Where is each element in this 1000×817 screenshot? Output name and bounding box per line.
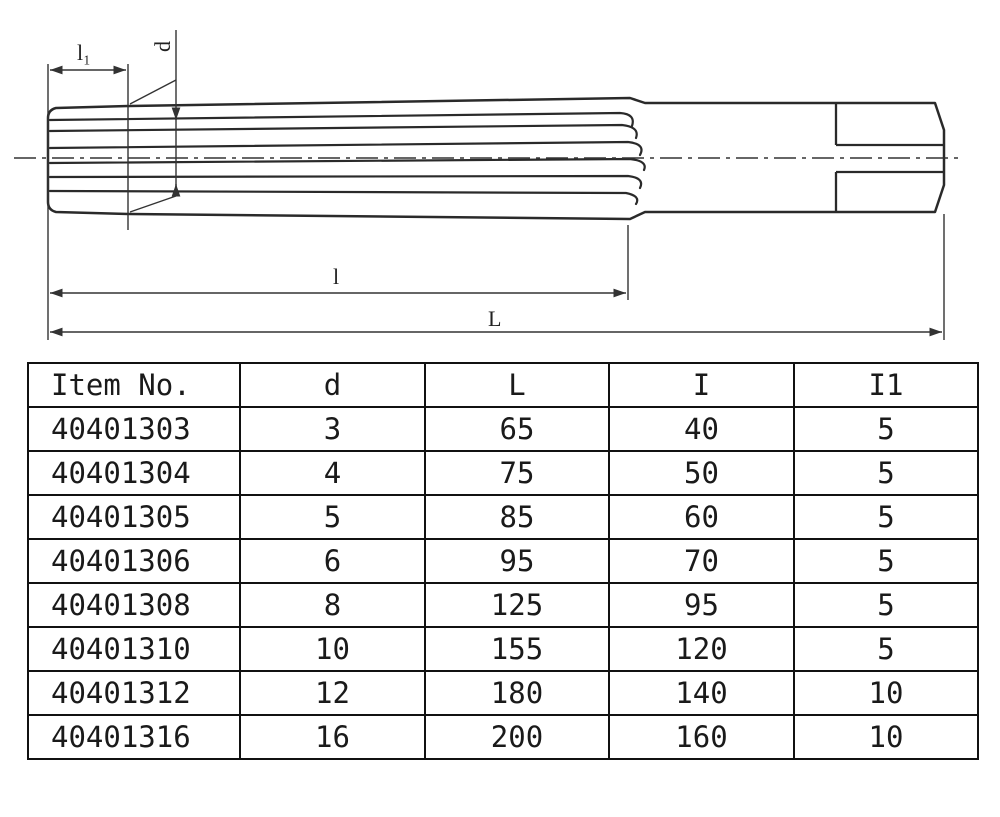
cell-L: 85 <box>424 494 610 540</box>
cell-I: 40 <box>608 406 795 452</box>
cell-I1: 5 <box>793 494 979 540</box>
cell-I: 140 <box>608 670 795 716</box>
cell-I: 95 <box>608 582 795 628</box>
header-item-no: Item No. <box>27 362 241 408</box>
table-row: 40401310 10 155 120 5 <box>27 626 979 672</box>
cell-I: 160 <box>608 714 795 760</box>
dimension-label-l1: l₁ <box>77 40 91 65</box>
dimension-label-l: l <box>333 264 339 289</box>
table-row: 40401312 12 180 140 10 <box>27 670 979 716</box>
cell-d: 12 <box>239 670 426 716</box>
table-row: 40401303 3 65 40 5 <box>27 406 979 452</box>
cell-I: 50 <box>608 450 795 496</box>
cell-item-no: 40401308 <box>27 582 241 628</box>
reamer-outline <box>46 96 946 221</box>
dimension-label-L: L <box>488 306 501 331</box>
cell-L: 65 <box>424 406 610 452</box>
cell-d: 16 <box>239 714 426 760</box>
cell-item-no: 40401312 <box>27 670 241 716</box>
square-drive-end <box>834 103 944 212</box>
table-row: 40401306 6 95 70 5 <box>27 538 979 584</box>
cell-item-no: 40401306 <box>27 538 241 584</box>
cell-item-no: 40401303 <box>27 406 241 452</box>
cell-L: 95 <box>424 538 610 584</box>
table-header: Item No. d L I I1 <box>27 362 979 408</box>
header-I1: I1 <box>793 362 979 408</box>
header-d: d <box>239 362 426 408</box>
cell-I1: 5 <box>793 450 979 496</box>
cell-d: 5 <box>239 494 426 540</box>
table-row: 40401304 4 75 50 5 <box>27 450 979 496</box>
reamer-flutes <box>48 111 646 206</box>
cell-L: 180 <box>424 670 610 716</box>
dimension-label-d: d <box>150 41 175 52</box>
cell-d: 3 <box>239 406 426 452</box>
cell-L: 75 <box>424 450 610 496</box>
cell-d: 8 <box>239 582 426 628</box>
cell-item-no: 40401310 <box>27 626 241 672</box>
cell-I: 60 <box>608 494 795 540</box>
specification-table: Item No. d L I I1 40401303 3 65 40 5 404… <box>27 362 979 760</box>
cell-I1: 5 <box>793 626 979 672</box>
header-I: I <box>608 362 795 408</box>
table-row: 40401316 16 200 160 10 <box>27 714 979 760</box>
reamer-technical-drawing: l₁ d l L <box>14 30 962 340</box>
cell-I1: 10 <box>793 714 979 760</box>
table-row: 40401305 5 85 60 5 <box>27 494 979 540</box>
cell-L: 200 <box>424 714 610 760</box>
cell-I: 120 <box>608 626 795 672</box>
cell-L: 125 <box>424 582 610 628</box>
header-row: Item No. d L I I1 <box>27 362 979 408</box>
cell-d: 6 <box>239 538 426 584</box>
cell-I1: 5 <box>793 582 979 628</box>
cell-I1: 10 <box>793 670 979 716</box>
header-L: L <box>424 362 610 408</box>
cell-I1: 5 <box>793 406 979 452</box>
cell-d: 4 <box>239 450 426 496</box>
cell-L: 155 <box>424 626 610 672</box>
table-body: 40401303 3 65 40 5 40401304 4 75 50 5 40… <box>27 406 979 760</box>
cell-d: 10 <box>239 626 426 672</box>
dimension-lines <box>47 30 945 340</box>
cell-I1: 5 <box>793 538 979 584</box>
cell-I: 70 <box>608 538 795 584</box>
cell-item-no: 40401304 <box>27 450 241 496</box>
cell-item-no: 40401305 <box>27 494 241 540</box>
table-row: 40401308 8 125 95 5 <box>27 582 979 628</box>
cell-item-no: 40401316 <box>27 714 241 760</box>
